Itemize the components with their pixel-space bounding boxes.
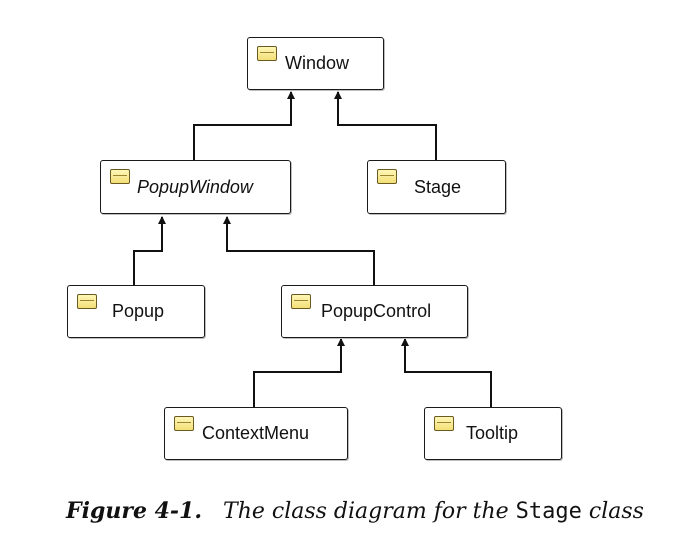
class-icon (434, 416, 454, 431)
class-popup-window-label: PopupWindow (137, 176, 253, 197)
class-context-menu: ContextMenu (164, 407, 348, 460)
class-tooltip: Tooltip (424, 407, 562, 460)
class-window-label: Window (285, 53, 350, 73)
class-icon (377, 169, 397, 184)
figure-caption: Figure 4-1. The class diagram for the St… (66, 498, 644, 524)
edge-popupcontrol-to-popupwindow (223, 216, 375, 285)
class-popup-window: PopupWindow (100, 160, 291, 214)
edge-popupwindow-to-window (193, 91, 295, 160)
class-popup-control: PopupControl (281, 285, 468, 338)
caption-code: Stage (515, 499, 582, 524)
class-icon (110, 169, 130, 184)
caption-text-after: class (588, 499, 644, 524)
class-window: Window (247, 37, 384, 90)
class-stage-label: Stage (414, 176, 462, 197)
class-icon (77, 294, 97, 309)
class-icon (257, 46, 277, 61)
class-icon (291, 294, 311, 309)
class-popup: Popup (67, 285, 205, 338)
edge-tooltip-to-popupcontrol (401, 338, 492, 407)
class-stage: Stage (367, 160, 506, 214)
caption-text-before: The class diagram for the (223, 499, 509, 524)
class-context-menu-label: ContextMenu (202, 423, 310, 443)
edge-contextmenu-to-popupcontrol (253, 338, 345, 407)
class-icon (174, 416, 194, 431)
edge-popup-to-popupwindow (133, 216, 166, 285)
edge-stage-to-window (334, 91, 437, 160)
class-popup-control-label: PopupControl (321, 301, 432, 321)
class-tooltip-label: Tooltip (466, 423, 519, 443)
class-popup-label: Popup (112, 301, 165, 321)
figure-number: Figure 4-1. (66, 498, 203, 524)
